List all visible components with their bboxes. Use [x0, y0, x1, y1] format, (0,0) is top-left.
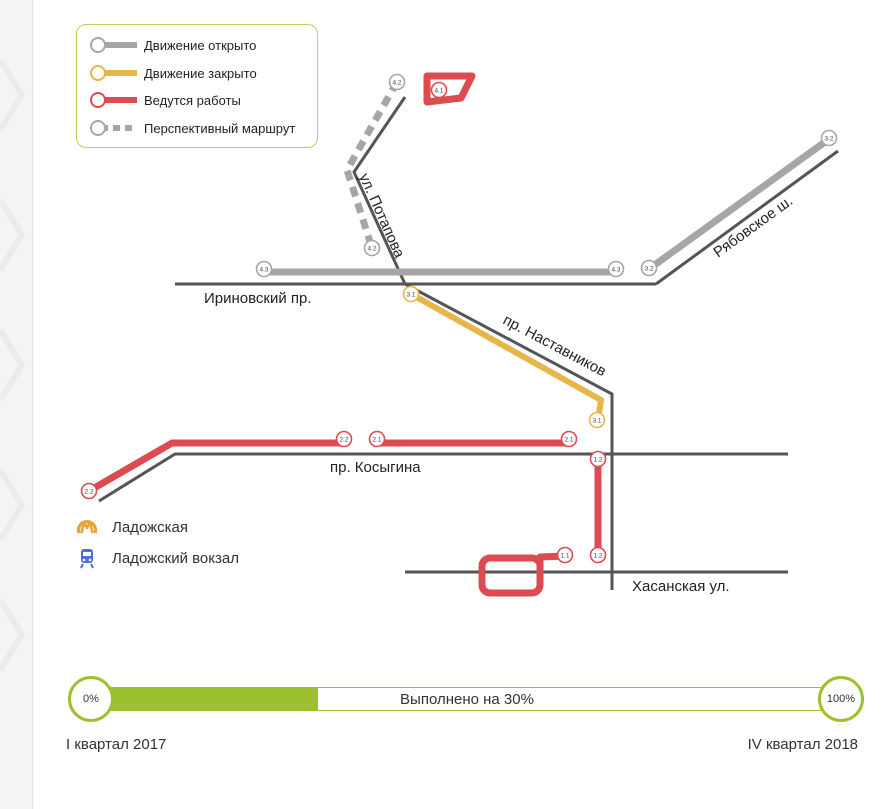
station-label: 3.1 [592, 417, 601, 424]
progress-start-badge: 0% [68, 676, 114, 722]
station-label: 4.1 [434, 87, 443, 94]
street-network [98, 96, 839, 590]
legend-open-swatch [89, 35, 141, 55]
station-marker: 4.3 [607, 260, 625, 278]
legend-closed: Движение закрыто [89, 63, 257, 83]
progress-bar: Выполнено на 30% 0% 100% [68, 674, 864, 726]
station-marker: 3.1 [402, 285, 420, 303]
legend-prospect-swatch [89, 118, 141, 138]
station-label: 1.1 [560, 552, 569, 559]
progress-text: Выполнено на 30% [400, 690, 534, 708]
station-marker: 4.2 [363, 239, 381, 257]
progress-end-badge: 100% [818, 676, 864, 722]
station-label: 4.2 [392, 79, 401, 86]
station-label: 3.2 [644, 265, 653, 272]
label-hasanskaya: Хасанская ул. [632, 578, 730, 595]
station-marker: 2.1 [368, 430, 386, 448]
map-legend: Движение открыто Движение закрыто Ведутс… [76, 24, 318, 148]
progress-fill [95, 688, 319, 710]
station-label: 4.2 [367, 245, 376, 252]
street-potapova [352, 96, 407, 285]
station-label: 2.1 [564, 436, 573, 443]
legend-prospect-label: Перспективный маршрут [144, 120, 296, 136]
street-kosygina [98, 452, 788, 503]
legend-closed-swatch [89, 63, 141, 83]
route-2-2-works [87, 439, 344, 495]
label-kosygina: пр. Косыгина [330, 459, 421, 476]
poi-metro: Ладожская [76, 516, 188, 538]
side-strip [0, 0, 33, 809]
train-icon [80, 549, 94, 569]
progress-track: Выполнено на 30% [94, 687, 840, 711]
stations-layer: 4.1 4.2 4.2 4.3 4.3 3.1 3.1 3.2 3.2 2.2 2.2 2.1 2.1 1… [80, 73, 838, 564]
street-nastavnikov [404, 282, 614, 590]
station-marker: 4.2 [388, 73, 406, 91]
station-marker: 3.1 [588, 411, 606, 429]
route-4-2-prospect [343, 80, 401, 250]
station-marker: 3.2 [820, 129, 838, 147]
label-potapova: ул. Потапова [355, 171, 408, 261]
legend-works: Ведутся работы [89, 90, 241, 110]
period-start-label: I квартал 2017 [66, 736, 167, 753]
station-label: 1.2 [593, 552, 602, 559]
legend-works-label: Ведутся работы [144, 92, 241, 108]
station-marker: 2.2 [335, 430, 353, 448]
legend-open: Движение открыто [89, 35, 256, 55]
poi-metro-label: Ладожская [112, 518, 189, 536]
route-1-1-loop [478, 554, 544, 597]
station-label: 4.3 [259, 266, 268, 273]
label-ryabovskoe: Рябовское ш. [710, 192, 796, 261]
route-map: 4.1 4.2 4.2 4.3 4.3 3.1 3.1 3.2 3.2 2.2 2.2 2.1 2.1 1… [80, 72, 839, 597]
station-label: 4.3 [611, 266, 620, 273]
station-label: 2.2 [84, 488, 93, 495]
legend-closed-label: Движение закрыто [144, 65, 257, 81]
period-end-label: IV квартал 2018 [747, 736, 858, 753]
poi-rail: Ладожский вокзал [76, 547, 239, 569]
station-label: 3.2 [824, 135, 833, 142]
label-irinovsky: Ириновский пр. [204, 290, 312, 307]
station-label: 1.2 [593, 456, 602, 463]
route-3-2-open [646, 136, 832, 272]
metro-icon [76, 520, 98, 534]
station-marker: 2.2 [80, 482, 98, 500]
station-marker: 2.1 [560, 430, 578, 448]
station-marker: 1.2 [589, 450, 607, 468]
station-label: 2.2 [339, 436, 348, 443]
station-marker: 3.2 [640, 259, 658, 277]
station-marker: 4.3 [255, 260, 273, 278]
street-ryabovskoe [655, 149, 839, 286]
station-label: 3.1 [406, 291, 415, 298]
station-marker: 4.1 [430, 81, 448, 99]
station-marker: 1.2 [589, 546, 607, 564]
legend-prospect: Перспективный маршрут [89, 118, 295, 138]
station-marker: 1.1 [556, 546, 574, 564]
station-label: 2.1 [372, 436, 381, 443]
legend-open-label: Движение открыто [144, 37, 257, 53]
legend-works-swatch [89, 90, 141, 110]
poi-rail-label: Ладожский вокзал [112, 549, 239, 567]
label-nastavnikov: пр. Наставников [500, 312, 609, 381]
